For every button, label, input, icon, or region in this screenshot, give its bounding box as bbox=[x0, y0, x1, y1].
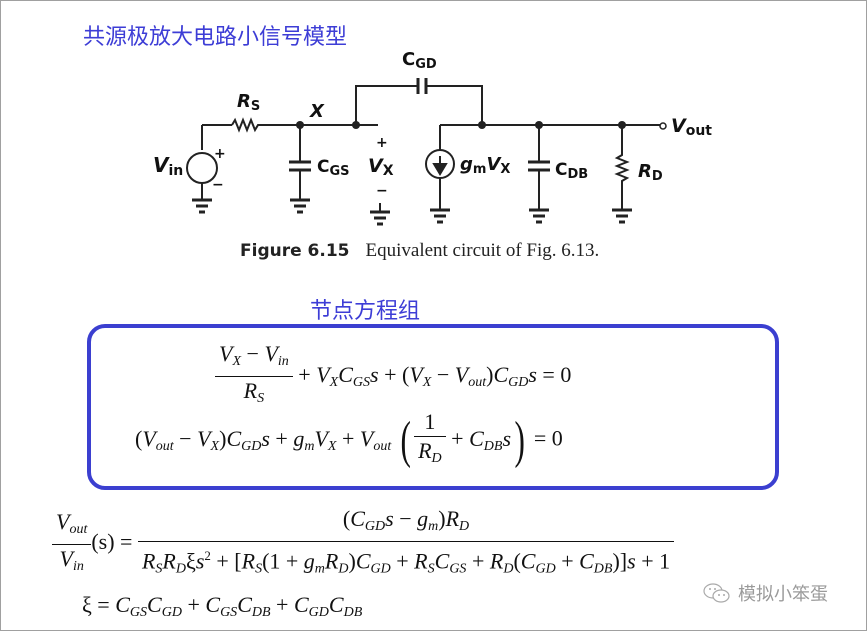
tf-lhs-fraction: Vout Vin bbox=[52, 508, 92, 581]
figure-caption-text: Equivalent circuit of Fig. 6.13. bbox=[365, 240, 600, 261]
tf-denominator: RSRDξs2 + [RS(1 + gmRD)CGD + RSCGS + RD(… bbox=[141, 548, 671, 577]
figure-caption: Figure 6.15 Equivalent circuit of Fig. 6.… bbox=[240, 240, 599, 262]
vout-terminal-icon bbox=[659, 122, 667, 130]
label-vin-plus: + bbox=[214, 146, 226, 162]
eq2-left-paren: ( bbox=[400, 412, 411, 469]
tf-lhs-denominator: Vin bbox=[59, 545, 84, 574]
label-cgs: CGS bbox=[317, 157, 350, 179]
eq1-fraction: VX − Vin RS bbox=[215, 340, 293, 413]
eq2-numerator: 1 bbox=[414, 408, 446, 437]
resistor-rs-icon bbox=[231, 117, 300, 133]
figure-number: Figure 6.15 bbox=[240, 241, 350, 261]
wire-cgd-left bbox=[355, 85, 418, 125]
label-vx: VX bbox=[368, 155, 394, 179]
ground-icon bbox=[370, 210, 390, 226]
circuit-diagram: RS X CGD Vin + − CGS + VX − gmVX CDB RD … bbox=[153, 49, 712, 226]
label-rd: RD bbox=[638, 161, 663, 184]
eq2-tail: = 0 bbox=[533, 425, 563, 451]
current-arrow-icon bbox=[432, 156, 448, 176]
tf-argument: (s) = bbox=[91, 529, 133, 555]
watermark-text: 模拟小笨蛋 bbox=[738, 584, 828, 605]
node-cdb bbox=[535, 121, 543, 129]
watermark: 模拟小笨蛋 bbox=[702, 580, 828, 606]
eq1-rest: + VXCGSs + (VX − Vout)CGDs = 0 bbox=[298, 361, 572, 390]
label-vx-minus: − bbox=[376, 183, 388, 199]
label-rs: RS bbox=[237, 91, 260, 114]
eq1-denominator: RS bbox=[243, 378, 265, 406]
xi-definition: ξ = CGSCGD + CGSCDB + CGDCDB bbox=[82, 592, 363, 620]
tf-lhs-numerator: Vout bbox=[52, 508, 92, 545]
eq1-numerator: VX − Vin bbox=[215, 340, 293, 377]
eq2-fraction: 1 RD bbox=[414, 408, 446, 473]
label-vin-minus: − bbox=[212, 177, 224, 193]
ground-icon bbox=[290, 198, 310, 214]
ground-icon bbox=[612, 208, 632, 224]
ground-symbols bbox=[192, 198, 632, 226]
eq2-denominator: RD bbox=[418, 438, 442, 466]
slide-title: 共源极放大电路小信号模型 bbox=[83, 25, 348, 50]
equations-title: 节点方程组 bbox=[310, 299, 421, 324]
label-vout: Vout bbox=[671, 115, 712, 139]
label-cgd: CGD bbox=[402, 49, 437, 72]
wire-cgd-right bbox=[426, 85, 483, 125]
eq2-inner-rest: + CDBs bbox=[451, 425, 511, 454]
ground-icon bbox=[529, 208, 549, 224]
node-x bbox=[296, 121, 304, 129]
node-cgd-right bbox=[478, 121, 486, 129]
label-gm-vx: gmVX bbox=[460, 154, 510, 177]
node-cgd-left bbox=[352, 121, 360, 129]
label-cdb: CDB bbox=[555, 160, 588, 182]
label-vx-plus: + bbox=[376, 135, 388, 151]
label-x: X bbox=[309, 101, 325, 122]
transfer-function: Vout Vin (s) = (CGDs − gm)RD RSRDξs2 + [… bbox=[52, 505, 675, 583]
node-rd bbox=[618, 121, 626, 129]
wechat-icon bbox=[703, 583, 730, 603]
capacitor-cgd-icon bbox=[416, 78, 428, 94]
tf-rhs-fraction: (CGDs − gm)RD RSRDξs2 + [RS(1 + gmRD)CGD… bbox=[137, 505, 675, 583]
eq2-right-paren: ) bbox=[514, 412, 525, 469]
capacitor-cdb-icon bbox=[528, 160, 550, 172]
resistor-rd-icon bbox=[614, 125, 630, 210]
capacitor-cgs-icon bbox=[289, 160, 311, 172]
ground-icon bbox=[192, 198, 212, 214]
eq2-lead: (Vout − VX)CGDs + gmVX + Vout bbox=[135, 425, 392, 454]
node-equation-2: (Vout − VX)CGDs + gmVX + Vout ( 1 RD + C… bbox=[135, 408, 563, 473]
node-equation-1: VX − Vin RS + VXCGSs + (VX − Vout)CGDs =… bbox=[215, 340, 571, 413]
node-equations-box bbox=[87, 324, 779, 490]
label-vin: Vin bbox=[153, 153, 183, 179]
tf-numerator: (CGDs − gm)RD bbox=[137, 505, 675, 542]
ground-icon bbox=[430, 208, 450, 224]
